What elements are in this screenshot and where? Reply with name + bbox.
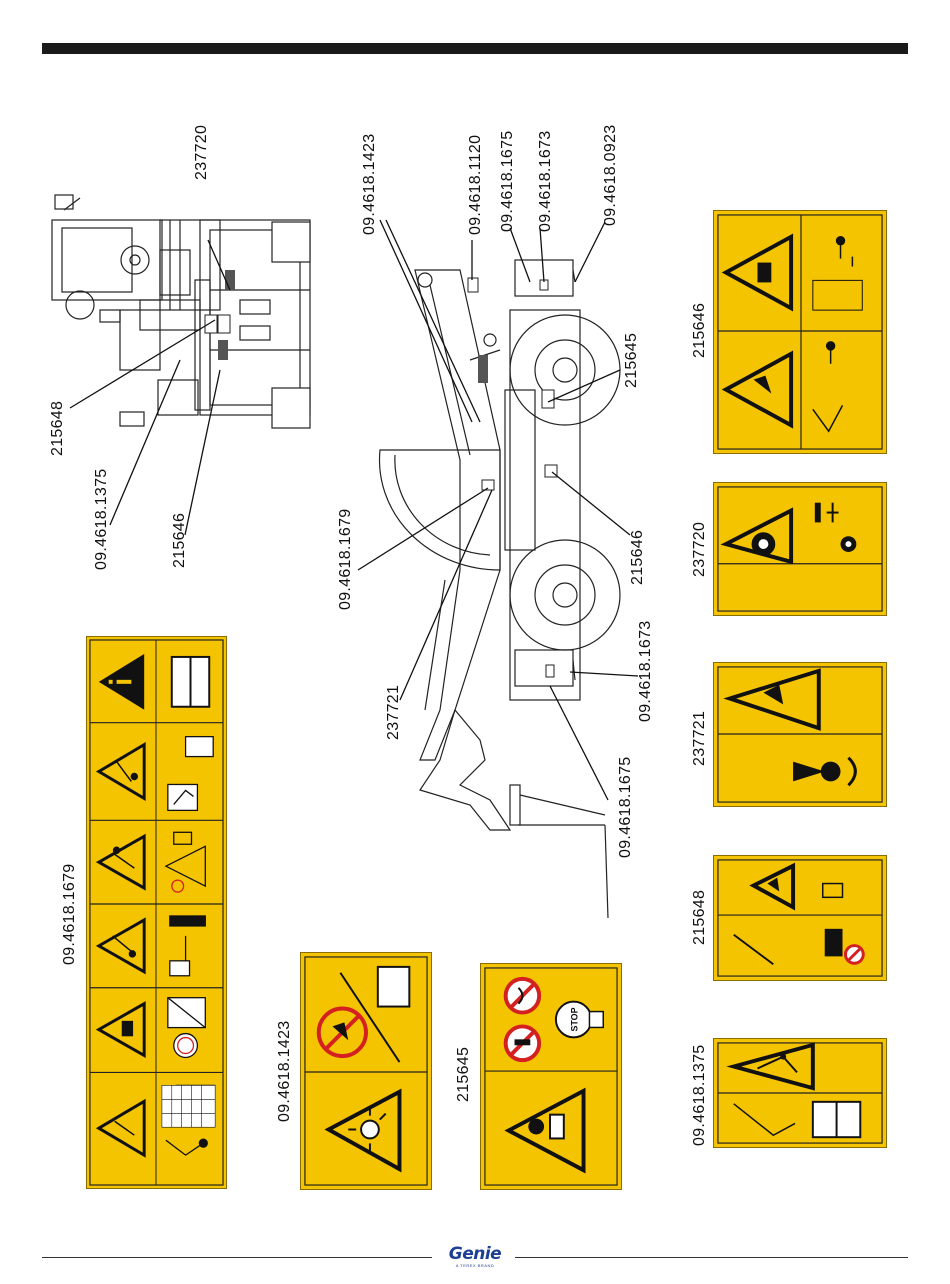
callout-09-4618-1679-side-view: 09.4618.1679	[338, 509, 354, 610]
callout-09-4618-1375: 09.4618.1375	[94, 469, 110, 570]
decal-237720	[713, 482, 887, 616]
callout-09-4618-1423: 09.4618.1423	[362, 134, 378, 235]
decal-label-215646: 215646	[692, 303, 708, 358]
decal-label-09-4618-1423: 09.4618.1423	[277, 1021, 293, 1122]
callout-237721-side-view: 237721	[386, 685, 402, 740]
callout-09-4618-1675-front: 09.4618.1675	[618, 757, 634, 858]
decal-label-237721: 237721	[692, 711, 708, 766]
callout-215646-side-view: 215646	[630, 530, 646, 585]
callout-09-4618-0923: 09.4618.0923	[603, 125, 619, 226]
decal-09-4618-1375	[713, 1038, 887, 1148]
callout-215648: 215648	[50, 401, 66, 456]
decal-09-4618-1679	[86, 636, 227, 1189]
callout-09-4618-1673-front: 09.4618.1673	[638, 621, 654, 722]
stop-sign-text: STOP	[570, 1007, 580, 1031]
decal-label-237720: 237720	[692, 522, 708, 577]
decal-label-09-4618-1679: 09.4618.1679	[62, 864, 78, 965]
callout-237720: 237720	[194, 125, 210, 180]
decal-215648	[713, 855, 887, 981]
decal-215645: STOP	[480, 963, 622, 1190]
footer-rule-right	[515, 1257, 908, 1258]
machine-side-view-drawing	[360, 240, 630, 930]
decal-label-215645: 215645	[456, 1047, 472, 1102]
decal-237721	[713, 662, 887, 807]
callout-09-4618-1673-rear: 09.4618.1673	[538, 131, 554, 232]
decal-label-215648: 215648	[692, 890, 708, 945]
logo-wordmark: Genie	[446, 1246, 504, 1263]
header-rule	[42, 43, 908, 54]
callout-215645-side-view: 215645	[624, 333, 640, 388]
decal-09-4618-1423	[300, 952, 432, 1190]
decal-label-09-4618-1375: 09.4618.1375	[692, 1045, 708, 1146]
callout-215646-top-view: 215646	[172, 513, 188, 568]
decal-215646	[713, 210, 887, 454]
callout-09-4618-1675-rear: 09.4618.1675	[500, 131, 516, 232]
machine-top-view-drawing	[40, 190, 330, 450]
callout-09-4618-1120: 09.4618.1120	[468, 135, 484, 235]
footer-rule-left	[42, 1257, 432, 1258]
genie-logo: Genie A TEREX BRAND	[446, 1246, 504, 1268]
